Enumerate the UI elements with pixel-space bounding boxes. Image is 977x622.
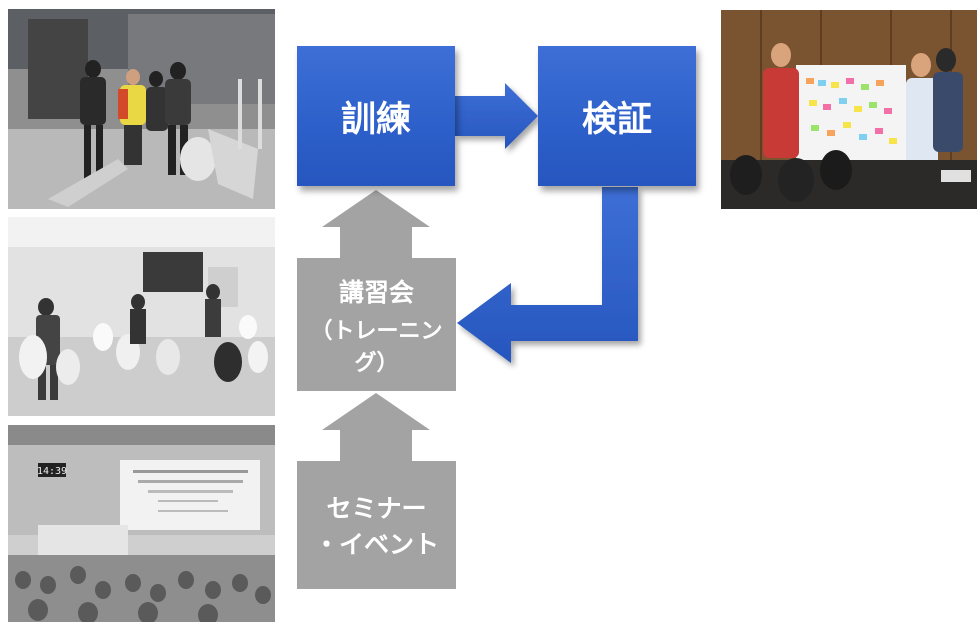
workshop-sub-label: （トレーニング） <box>310 318 443 376</box>
verification-meeting-photo <box>721 10 977 209</box>
arrow-verification-to-workshop <box>457 187 638 363</box>
training-exercise-photo <box>8 9 275 209</box>
clock-display: 14:39 <box>37 466 67 477</box>
seminar-box: セミナー ・イベント <box>297 461 456 589</box>
verification-label: 検証 <box>581 99 652 140</box>
verification-box: 検証 <box>538 46 696 186</box>
seminar-label-line2: ・イベント <box>313 530 439 559</box>
training-box: 訓練 <box>297 46 455 186</box>
arrow-seminar-to-workshop <box>322 393 430 461</box>
training-label: 訓練 <box>340 99 411 140</box>
arrow-workshop-to-training <box>322 190 430 258</box>
seminar-label-line1: セミナー <box>326 494 427 523</box>
workshop-training-photo <box>8 217 275 416</box>
workshop-label: 講習会 <box>338 277 414 307</box>
seminar-event-photo: 14:39 <box>8 425 275 622</box>
workshop-box: 講習会 （トレーニング） <box>297 258 456 391</box>
arrow-training-to-verification <box>455 83 538 149</box>
